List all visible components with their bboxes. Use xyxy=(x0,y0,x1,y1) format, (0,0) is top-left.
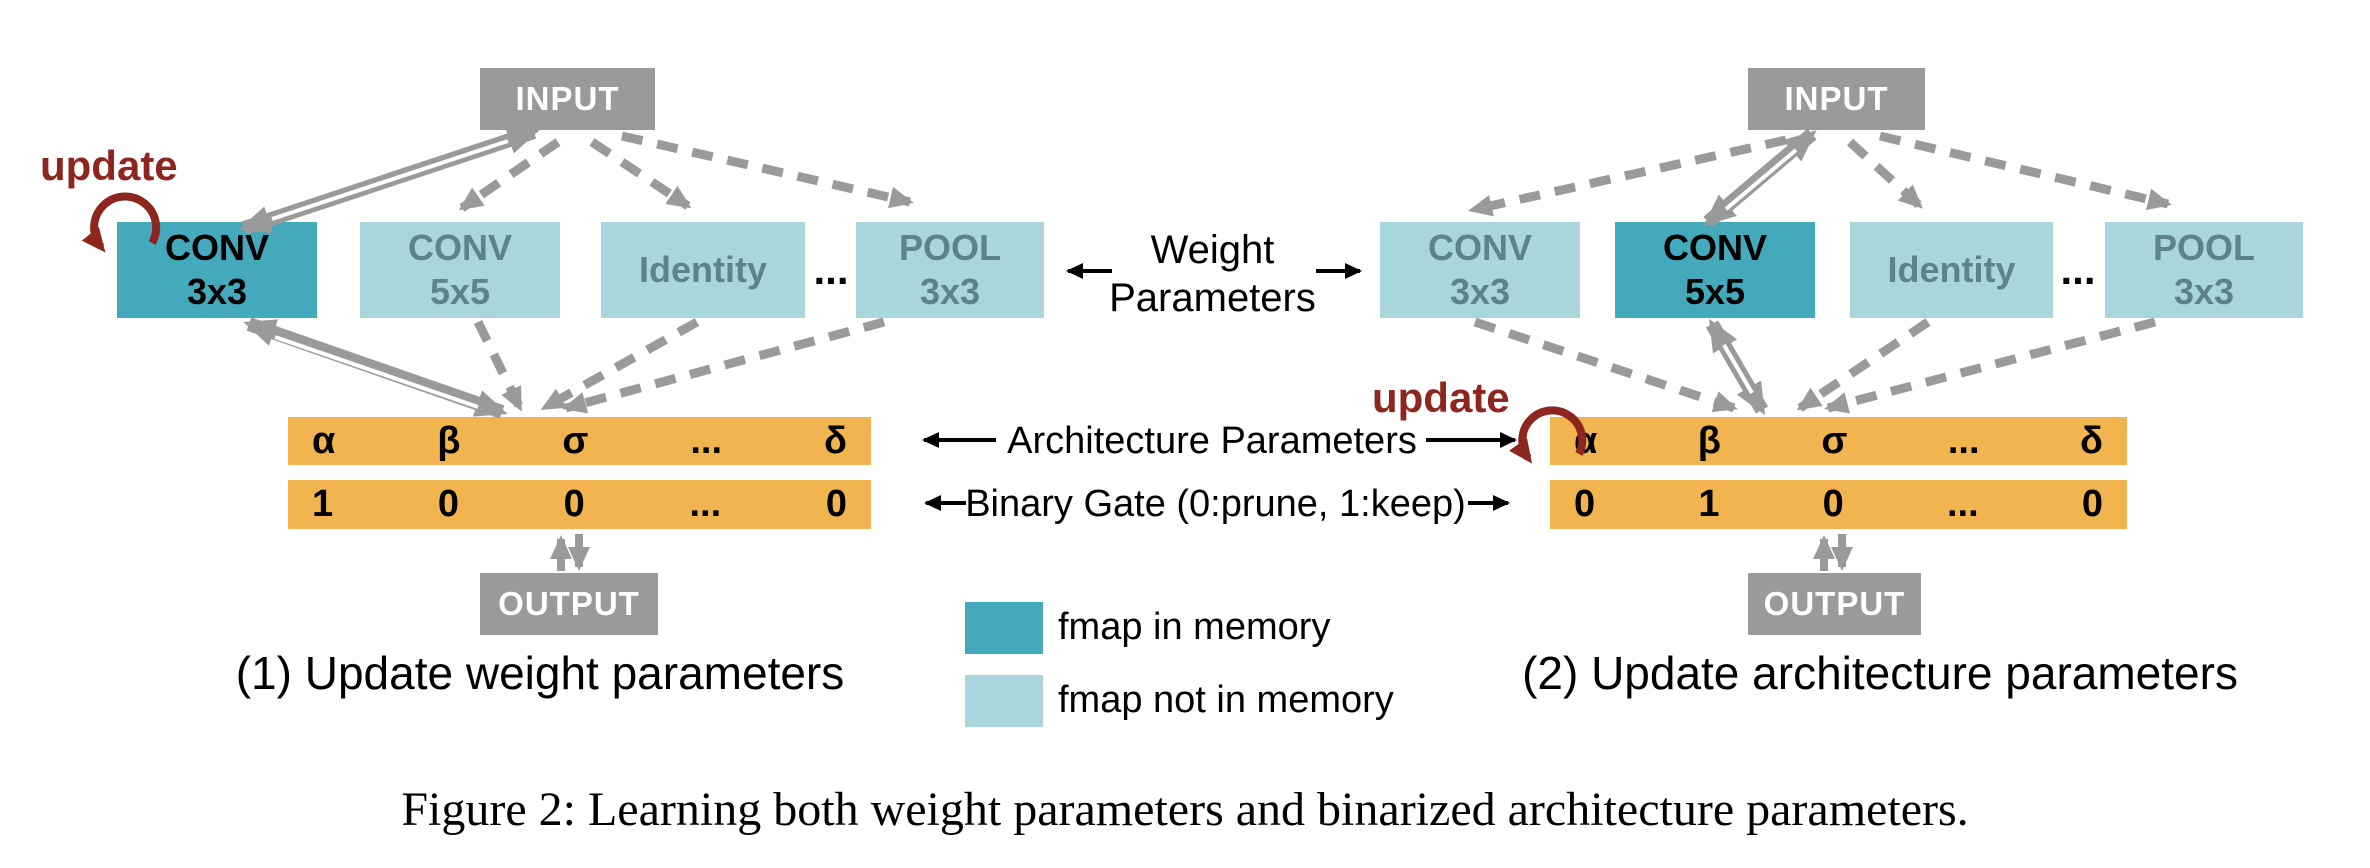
right-alpha: α xyxy=(1574,419,1598,462)
left-op-identity-label: Identity xyxy=(638,249,767,290)
left-binary-gate-bar: 1 0 0 ... 0 xyxy=(288,480,871,529)
legend-label-not-in-memory: fmap not in memory xyxy=(1058,679,1394,721)
right-gate-ellipsis: ... xyxy=(1946,483,1979,525)
left-update-label: update xyxy=(40,142,178,189)
left-op-conv5x5: CONV 5x5 xyxy=(360,222,560,318)
right-arch-ellipsis: ... xyxy=(1947,419,1980,462)
right-op-identity: Identity xyxy=(1850,222,2053,318)
right-gate-1: 1 xyxy=(1698,483,1720,525)
weight-parameters-label: Weight Parameters xyxy=(1109,228,1316,320)
left-conv5x5-bar-dashed-arrow xyxy=(473,320,525,412)
right-input-pool3x3-dashed-arrow xyxy=(1878,131,2172,211)
figure-caption: Figure 2: Learning both weight parameter… xyxy=(401,783,1969,836)
right-binary-gate-bar: 0 1 0 ... 0 xyxy=(1550,480,2127,529)
right-op-conv3x3-label: CONV 3x3 xyxy=(1427,227,1532,312)
right-beta: β xyxy=(1697,419,1721,462)
left-input-pool3x3-dashed-arrow xyxy=(620,131,914,209)
left-gate-0: 1 xyxy=(312,483,334,525)
left-output-label: OUTPUT xyxy=(498,585,640,622)
left-delta: δ xyxy=(823,419,847,462)
left-op-pool3x3: POOL 3x3 xyxy=(856,222,1044,318)
legend-swatch-not-in-memory xyxy=(965,675,1043,727)
architecture-parameters-label: Architecture Parameters xyxy=(1007,420,1417,462)
left-op-pool3x3-label: POOL 3x3 xyxy=(898,227,1001,312)
right-op-conv3x3: CONV 3x3 xyxy=(1380,222,1580,318)
right-caption: (2) Update architecture parameters xyxy=(1522,647,2238,699)
right-op-conv5x5: CONV 5x5 xyxy=(1615,222,1815,318)
right-update-label: update xyxy=(1372,374,1510,421)
legend-label-in-memory: fmap in memory xyxy=(1058,606,1331,648)
left-caption: (1) Update weight parameters xyxy=(235,647,845,699)
left-output-box: OUTPUT xyxy=(480,573,658,635)
right-output-label: OUTPUT xyxy=(1763,585,1906,622)
left-gate-1: 0 xyxy=(437,483,459,525)
right-output-box: OUTPUT xyxy=(1748,573,1921,635)
right-conv3x3-bar-dashed-arrow xyxy=(1473,317,1738,413)
right-gate-2: 0 xyxy=(1822,483,1844,525)
right-input-box: INPUT xyxy=(1748,68,1925,130)
right-delta: δ xyxy=(2079,419,2103,462)
left-input-conv5x5-dashed-arrow xyxy=(458,138,561,212)
right-conv5x5-bar-arrow xyxy=(1705,318,1769,416)
right-sigma: σ xyxy=(1821,419,1848,462)
left-op-identity: Identity xyxy=(601,222,805,318)
right-input-label: INPUT xyxy=(1784,80,1889,117)
left-arch-ellipsis: ... xyxy=(690,419,723,462)
right-arch-params-bar: α β σ ... δ xyxy=(1550,417,2127,465)
left-gate-3: 0 xyxy=(825,483,847,525)
right-identity-bar-dashed-arrow xyxy=(1796,318,1931,412)
left-op-conv3x3-label: CONV 3x3 xyxy=(164,227,269,312)
right-op-identity-label: Identity xyxy=(1887,249,2016,290)
right-op-pool3x3: POOL 3x3 xyxy=(2105,222,2303,318)
left-op-conv5x5-label: CONV 5x5 xyxy=(407,227,512,312)
left-op-conv3x3: CONV 3x3 xyxy=(117,222,317,318)
left-identity-bar-dashed-arrow xyxy=(540,318,700,412)
left-sigma: σ xyxy=(562,419,589,462)
right-input-conv5x5-arrow xyxy=(1703,128,1817,228)
left-beta: β xyxy=(437,419,461,462)
left-arch-params-bar: α β σ ... δ xyxy=(288,417,871,465)
right-op-conv5x5-label: CONV 5x5 xyxy=(1662,227,1767,312)
right-op-pool3x3-label: POOL 3x3 xyxy=(2152,227,2255,312)
right-pool3x3-bar-dashed-arrow xyxy=(1824,317,2157,414)
left-input-label: INPUT xyxy=(515,80,620,117)
left-input-conv3x3-arrow xyxy=(238,125,540,235)
left-gate-ellipsis: ... xyxy=(689,483,722,525)
left-pool3x3-bar-dashed-arrow xyxy=(562,317,886,414)
right-input-identity-dashed-arrow xyxy=(1846,138,1924,210)
right-gate-3: 0 xyxy=(2081,483,2103,525)
left-gate-2: 0 xyxy=(563,483,585,525)
left-alpha: α xyxy=(312,419,336,462)
right-gate-0: 0 xyxy=(1574,483,1596,525)
left-input-identity-dashed-arrow xyxy=(589,138,692,210)
binary-gate-label: Binary Gate (0:prune, 1:keep) xyxy=(965,483,1466,525)
legend-swatch-in-memory xyxy=(965,602,1043,654)
right-input-conv3x3-dashed-arrow xyxy=(1468,135,1787,217)
right-ops-ellipsis: ... xyxy=(2060,246,2096,293)
left-input-box: INPUT xyxy=(480,68,655,130)
left-ops-ellipsis: ... xyxy=(813,246,849,293)
left-conv3x3-bar-arrow xyxy=(243,317,508,419)
